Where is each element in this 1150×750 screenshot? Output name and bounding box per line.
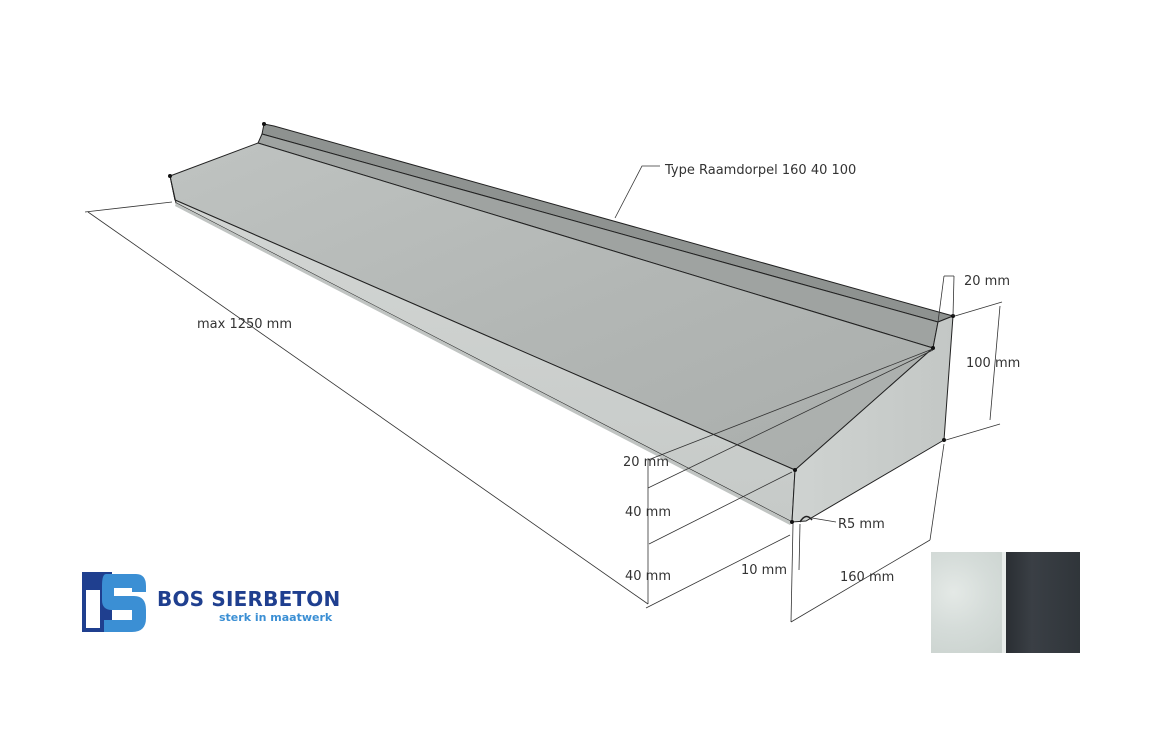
dim-40-mid-label: 40 mm	[625, 505, 671, 520]
type-label: Type Raamdorpel 160 40 100	[664, 163, 856, 178]
dim-160-label: 160 mm	[840, 570, 894, 585]
dimension-lines	[84, 165, 1003, 623]
logo-mark-icon	[82, 572, 146, 632]
swatch-dark-concrete	[1006, 552, 1080, 653]
dim-100-label: 100 mm	[966, 356, 1020, 371]
brand-name: BOS SIERBETON	[157, 587, 341, 611]
window-sill-model	[168, 122, 955, 525]
color-swatch	[931, 552, 1080, 653]
dim-10-label: 10 mm	[741, 563, 787, 578]
sill-front-lower	[175, 203, 792, 525]
dim-20-front-label: 20 mm	[623, 455, 669, 470]
brand-tagline: sterk in maatwerk	[219, 611, 333, 624]
dim-20-top-label: 20 mm	[964, 274, 1010, 289]
drip-groove	[799, 515, 813, 523]
bos-sierbeton-logo: BOS SIERBETON sterk in maatwerk	[82, 570, 342, 634]
length-label: max 1250 mm	[197, 317, 292, 332]
swatch-edge	[1002, 552, 1006, 653]
dim-r5-label: R5 mm	[838, 517, 885, 532]
dim-40-low-label: 40 mm	[625, 569, 671, 584]
sill-end-face	[791, 315, 954, 523]
swatch-light-concrete	[931, 552, 1006, 653]
